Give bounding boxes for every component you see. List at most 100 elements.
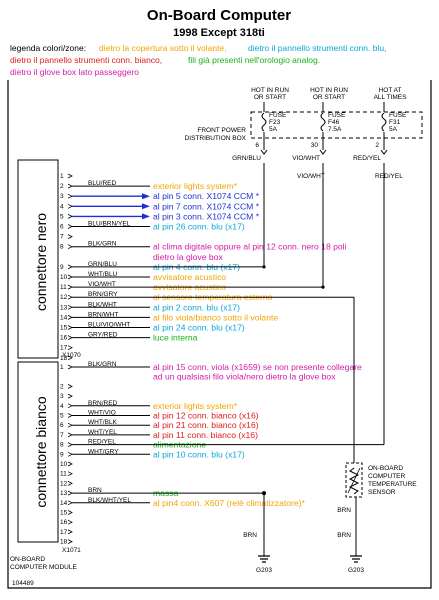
fuse-icon xyxy=(381,112,387,132)
thermistor-arrow xyxy=(347,467,361,494)
legend-item-existing-wires: fili già presenti nell'orologio analog. xyxy=(188,55,320,65)
pin-number: 18 xyxy=(60,539,68,546)
connector-arrow-icon xyxy=(319,149,327,155)
pin-arrow-icon xyxy=(67,539,73,544)
fuse-name: FUSE xyxy=(389,112,407,119)
pin-arrow-icon xyxy=(67,403,73,409)
ground-wire-label: BRN xyxy=(337,532,351,539)
fuse-amps: 7.5A xyxy=(328,126,342,133)
sensor-outline xyxy=(345,462,363,498)
pin-arrow-icon xyxy=(67,510,73,515)
pin-note: al pin 26 conn. blu (x17) xyxy=(153,222,245,232)
fuse-box: FRONT POWER DISTRIBUTION BOX HOT IN RUNO… xyxy=(185,87,423,162)
pin-number: 2 xyxy=(60,383,64,390)
pin-note: al pin 5 conn. X1074 CCM * xyxy=(153,191,260,201)
pin-arrow-icon xyxy=(67,264,73,270)
wires xyxy=(150,163,385,496)
pin-wire-label: BLK/GRN xyxy=(88,241,117,248)
pin-number: 9 xyxy=(60,264,64,271)
fuse-hot-label: HOT IN RUN xyxy=(310,87,348,94)
pin-wire-label: BLU/BRN/YEL xyxy=(88,221,131,228)
black-connector-id: X1070 xyxy=(62,352,81,359)
pin-arrow-icon xyxy=(67,284,73,290)
pin-number: 18 xyxy=(60,355,68,362)
side-wire-label: BRN xyxy=(337,507,351,514)
pin-wire-label: WHT/BLU xyxy=(88,271,118,278)
pin-wire-label: VIO/WHT xyxy=(88,281,116,288)
pin-number: 11 xyxy=(60,471,67,478)
fuse-wire-label: GRN/BLU xyxy=(232,155,261,162)
pin-note: al pin 11 conn. bianco (x16) xyxy=(153,430,258,440)
fuse-name: FUSE xyxy=(328,112,346,119)
legend-item-glovebox: dietro il glove box lato passeggero xyxy=(10,67,139,77)
pin-arrow-icon xyxy=(67,529,73,535)
pin-arrow-icon xyxy=(67,384,73,389)
pin-number: 12 xyxy=(60,294,68,301)
ground-icon xyxy=(258,555,270,563)
blue-arrow-icon xyxy=(142,213,150,220)
ground-id: G203 xyxy=(348,567,364,574)
pin-arrow-icon xyxy=(67,183,73,189)
sensor-label: ON-BOARD xyxy=(368,465,403,472)
pin-wire-label: BLK/GRN xyxy=(88,361,117,368)
pin-note: al pin 10 conn. blu (x17) xyxy=(153,449,245,459)
splice-dot-icon xyxy=(262,491,266,496)
white-connector-id: X1071 xyxy=(62,547,81,554)
connector-arrow-icon xyxy=(380,149,388,155)
fuse-box-label: FRONT POWER xyxy=(197,127,246,134)
side-wire-label: RED/YEL xyxy=(375,173,403,180)
pin-number: 7 xyxy=(60,234,64,241)
pin-wire-label: GRN/BLU xyxy=(88,261,117,268)
pin-number: 16 xyxy=(60,335,68,342)
pin-wire-label: BRN/RED xyxy=(88,400,118,407)
fuse-hot-label: ALL TIMES xyxy=(374,94,408,101)
ground-points: BRN BRN G203 G203 xyxy=(243,494,364,574)
pin-arrow-icon xyxy=(67,244,73,250)
pin-wire-label: BLK/WHT/YEL xyxy=(88,497,131,504)
fuse-hot-label: HOT IN RUN xyxy=(251,87,289,94)
module-label: ON-BOARD xyxy=(10,556,45,563)
side-wire-label: VIO/WHT xyxy=(297,173,325,180)
pin-arrow-icon xyxy=(67,345,73,351)
pin-wire-label: WHT/GRY xyxy=(88,448,119,455)
fuse-box-label-2: DISTRIBUTION BOX xyxy=(185,135,247,142)
black-connector-label: connettore nero xyxy=(33,213,49,311)
page-title: On-Board Computer xyxy=(147,7,291,24)
white-connector-body xyxy=(17,361,59,543)
ground-id: G203 xyxy=(256,567,272,574)
pin-arrow-icon xyxy=(67,490,73,496)
pin-number: 6 xyxy=(60,422,64,429)
fuse-amps: 5A xyxy=(389,126,398,133)
pin-number: 4 xyxy=(60,403,64,410)
pin-wire-label: WHT/YEL xyxy=(88,429,117,436)
module-label-2: COMPUTER MODULE xyxy=(10,564,77,571)
pin-note: exterior lights system* xyxy=(153,181,238,191)
pin-number: 1 xyxy=(60,173,64,180)
pin-note: al pin 12 conn. bianco (x16) xyxy=(153,411,259,421)
fuse-id: F46 xyxy=(328,119,340,126)
pin-arrow-icon xyxy=(67,364,73,370)
pin-note: al pin 2 conn. blu (x17) xyxy=(153,302,240,312)
pin-arrow-icon xyxy=(67,471,73,477)
pin-number: 5 xyxy=(60,413,64,420)
pin-arrow-icon xyxy=(67,214,73,219)
pin-note: al filo viola/bianco sotto il volante xyxy=(153,312,278,322)
pin-note: al pin 15 conn. viola (x1659) se non pre… xyxy=(153,362,362,372)
pin-wire-label: BRN xyxy=(88,487,102,494)
pin-number: 3 xyxy=(60,393,64,400)
pin-number: 11 xyxy=(60,284,67,291)
pin-number: 6 xyxy=(60,224,64,231)
pin-arrow-icon xyxy=(67,234,73,239)
fuse-pin-number: 30 xyxy=(311,142,319,149)
pin-note: avvisatore acustico xyxy=(153,272,226,282)
fuse-amps: 5A xyxy=(269,126,278,133)
pin-number: 13 xyxy=(60,490,68,497)
fuse-hot-label: HOT AT xyxy=(379,87,402,94)
pin-wire-label: BLU/VIO/WHT xyxy=(88,322,130,329)
pin-number: 8 xyxy=(60,244,64,251)
connector-arrow-icon xyxy=(260,149,268,155)
ground-icon xyxy=(350,555,362,563)
pin-arrow-icon xyxy=(67,500,73,506)
pin-wire-label: RED/YEL xyxy=(88,439,116,446)
pin-arrow-icon xyxy=(67,355,73,361)
